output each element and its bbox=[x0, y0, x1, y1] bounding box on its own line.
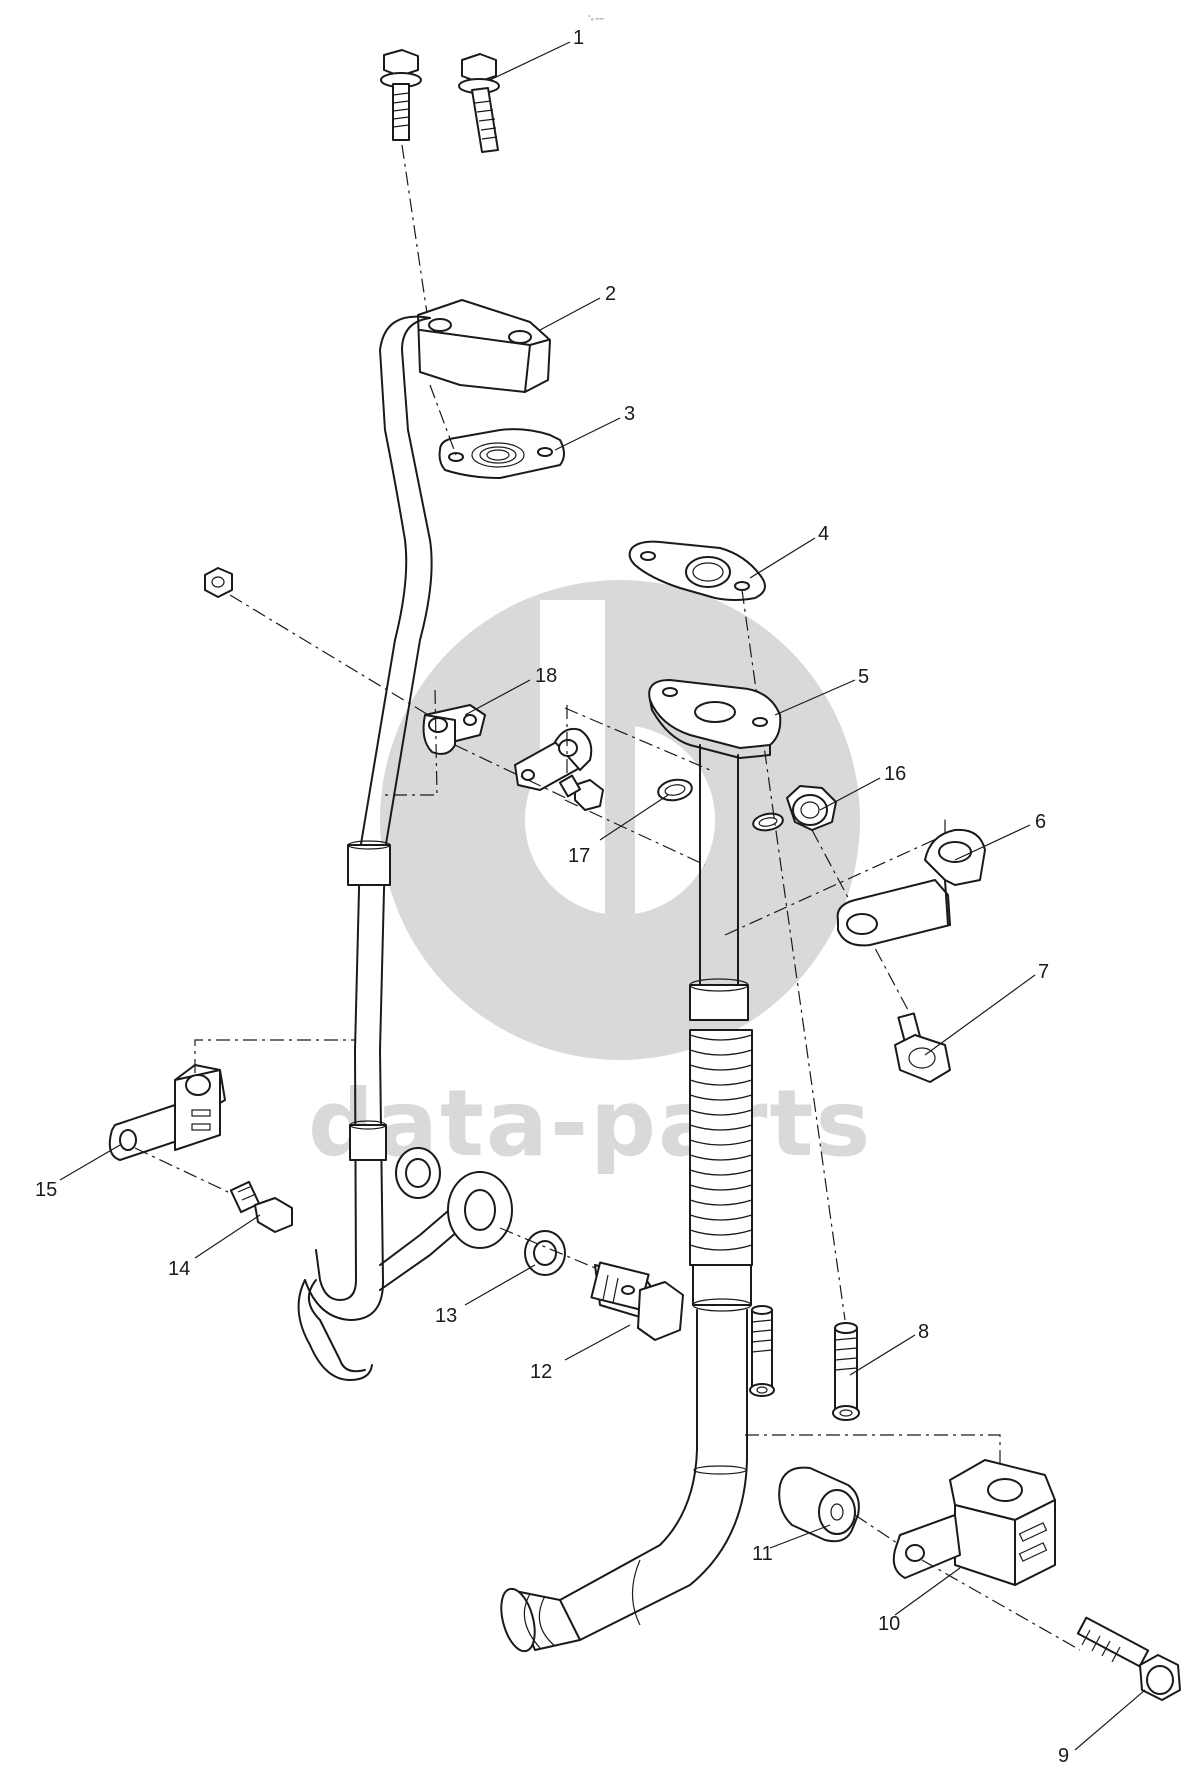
leader-lines bbox=[59, 41, 1146, 1751]
part-5-flange bbox=[648, 679, 782, 759]
callout-18: 18 bbox=[535, 665, 557, 687]
callout-1: 1 bbox=[573, 27, 584, 49]
callout-17: 17 bbox=[568, 845, 590, 867]
callout-11: 11 bbox=[752, 1543, 773, 1565]
callout-3: 3 bbox=[624, 403, 635, 425]
part-17-bolt bbox=[558, 774, 604, 811]
callouts: 1 2 3 4 5 6 7 8 9 10 11 12 13 14 15 16 1… bbox=[35, 27, 1069, 1767]
part-9-bolt bbox=[1076, 1616, 1181, 1701]
callout-10: 10 bbox=[878, 1613, 900, 1635]
left-oil-pipe bbox=[297, 315, 466, 1381]
part-8-screw-left bbox=[749, 1305, 775, 1397]
callout-4: 4 bbox=[818, 523, 829, 545]
part-13-seal-washer-lower bbox=[524, 1230, 566, 1276]
callout-7: 7 bbox=[1038, 961, 1049, 983]
part-1-bolt-left bbox=[380, 49, 422, 141]
callout-12: 12 bbox=[530, 1361, 552, 1383]
part-7-bolt bbox=[894, 1012, 951, 1083]
callout-5: 5 bbox=[858, 666, 869, 688]
part-4-gasket bbox=[628, 540, 766, 601]
part-6-clamp bbox=[836, 828, 986, 947]
part-13-seal-washer-upper bbox=[395, 1147, 441, 1199]
right-oil-pipe bbox=[500, 744, 753, 1653]
part-14-bolt bbox=[229, 1180, 293, 1233]
part-18-clamp-left bbox=[422, 704, 486, 755]
callout-13: 13 bbox=[435, 1305, 457, 1327]
part-1-bolt-right bbox=[458, 53, 500, 153]
callout-2: 2 bbox=[605, 283, 616, 305]
part-17-o-ring-right bbox=[752, 812, 784, 832]
callout-14: 14 bbox=[168, 1258, 190, 1280]
part-16-nut bbox=[786, 785, 837, 831]
watermark-text: data-parts bbox=[308, 1070, 872, 1177]
nut-top-left bbox=[204, 567, 233, 598]
part-11-spacer bbox=[778, 1466, 860, 1543]
callout-9: 9 bbox=[1058, 1745, 1069, 1767]
watermark: data-parts bbox=[308, 580, 872, 1177]
top-mark: °ₐ ₘₘ bbox=[588, 14, 604, 22]
banjo-eye bbox=[447, 1171, 513, 1249]
part-15-bracket bbox=[108, 1064, 226, 1161]
part-10-bracket bbox=[892, 1459, 1056, 1586]
callout-16: 16 bbox=[884, 763, 906, 785]
part-3-gasket bbox=[438, 428, 565, 479]
callout-15: 15 bbox=[35, 1179, 57, 1201]
part-12-banjo-bolt bbox=[590, 1261, 684, 1341]
callout-8: 8 bbox=[918, 1321, 929, 1343]
part-17-o-ring-left bbox=[657, 778, 693, 802]
part-2-flange bbox=[417, 299, 551, 393]
callout-6: 6 bbox=[1035, 811, 1046, 833]
